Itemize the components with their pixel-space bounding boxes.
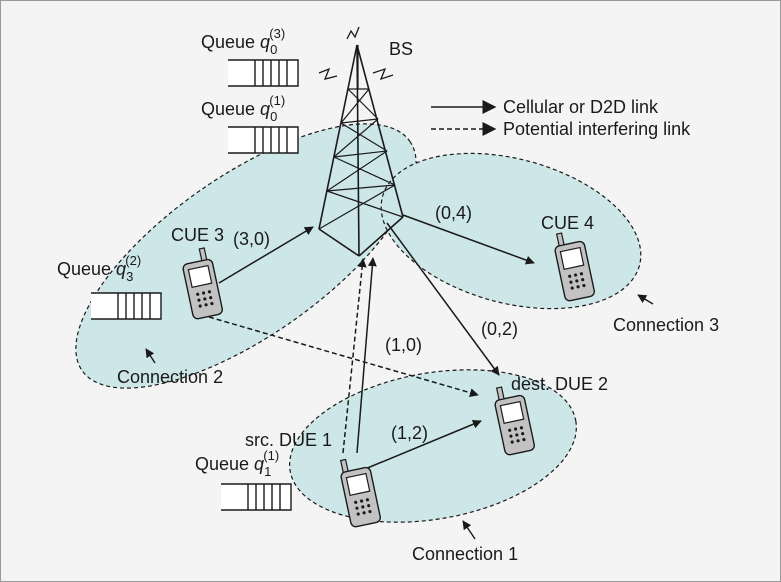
device-label-cue4: CUE 4	[541, 213, 594, 233]
legend-dashed-label: Potential interfering link	[503, 119, 691, 139]
device-label-due1: src. DUE 1	[245, 430, 332, 450]
connection-2-label: Connection 2	[117, 367, 223, 387]
mobile-phone-icon	[339, 458, 382, 528]
queue-buffer-icon	[91, 292, 162, 320]
device-label-due2: dest. DUE 2	[511, 374, 608, 394]
link-label-1-2: (1,2)	[391, 423, 428, 443]
queue-label-q0-3: Queue q0(3)	[201, 26, 285, 57]
queue-buffers	[91, 59, 299, 511]
link-bs-to-due2	[386, 222, 500, 376]
link-due1-to-bs	[356, 257, 377, 454]
interfering-link-cue3-to-due2	[208, 316, 479, 398]
queue-label-q3-2: Queue q3(2)	[57, 253, 141, 284]
connection-1-label: Connection 1	[412, 544, 518, 564]
link-cue3-to-bs	[218, 226, 314, 284]
connection-2-region	[75, 123, 417, 389]
link-label-0-2: (0,2)	[481, 319, 518, 339]
link-label-3-0: (3,0)	[233, 229, 270, 249]
legend: Cellular or D2D link Potential interferi…	[431, 97, 691, 139]
link-label-1-0: (1,0)	[385, 335, 422, 355]
mobile-phone-icon	[494, 386, 536, 456]
connection-3-label: Connection 3	[613, 315, 719, 335]
link-label-0-4: (0,4)	[435, 203, 472, 223]
link-due1-to-due2	[364, 419, 482, 470]
mobile-phone-icon	[554, 232, 596, 302]
queue-buffer-icon	[228, 59, 299, 87]
link-bs-to-cue4	[402, 214, 535, 265]
mobile-phone-icon	[182, 247, 224, 320]
base-station-label: BS	[389, 39, 413, 59]
base-station-tower-icon	[318, 26, 404, 257]
device-label-cue3: CUE 3	[171, 225, 224, 245]
legend-solid-label: Cellular or D2D link	[503, 97, 659, 117]
queue-label-q0-1: Queue q0(1)	[201, 93, 285, 124]
queue-label-q1-1: Queue q1(1)	[195, 448, 279, 479]
interfering-link-due1-to-bs	[342, 258, 367, 454]
connection-callouts	[145, 294, 654, 540]
queue-buffer-icon	[221, 483, 292, 511]
links	[208, 214, 535, 470]
queue-buffer-icon	[228, 126, 299, 154]
